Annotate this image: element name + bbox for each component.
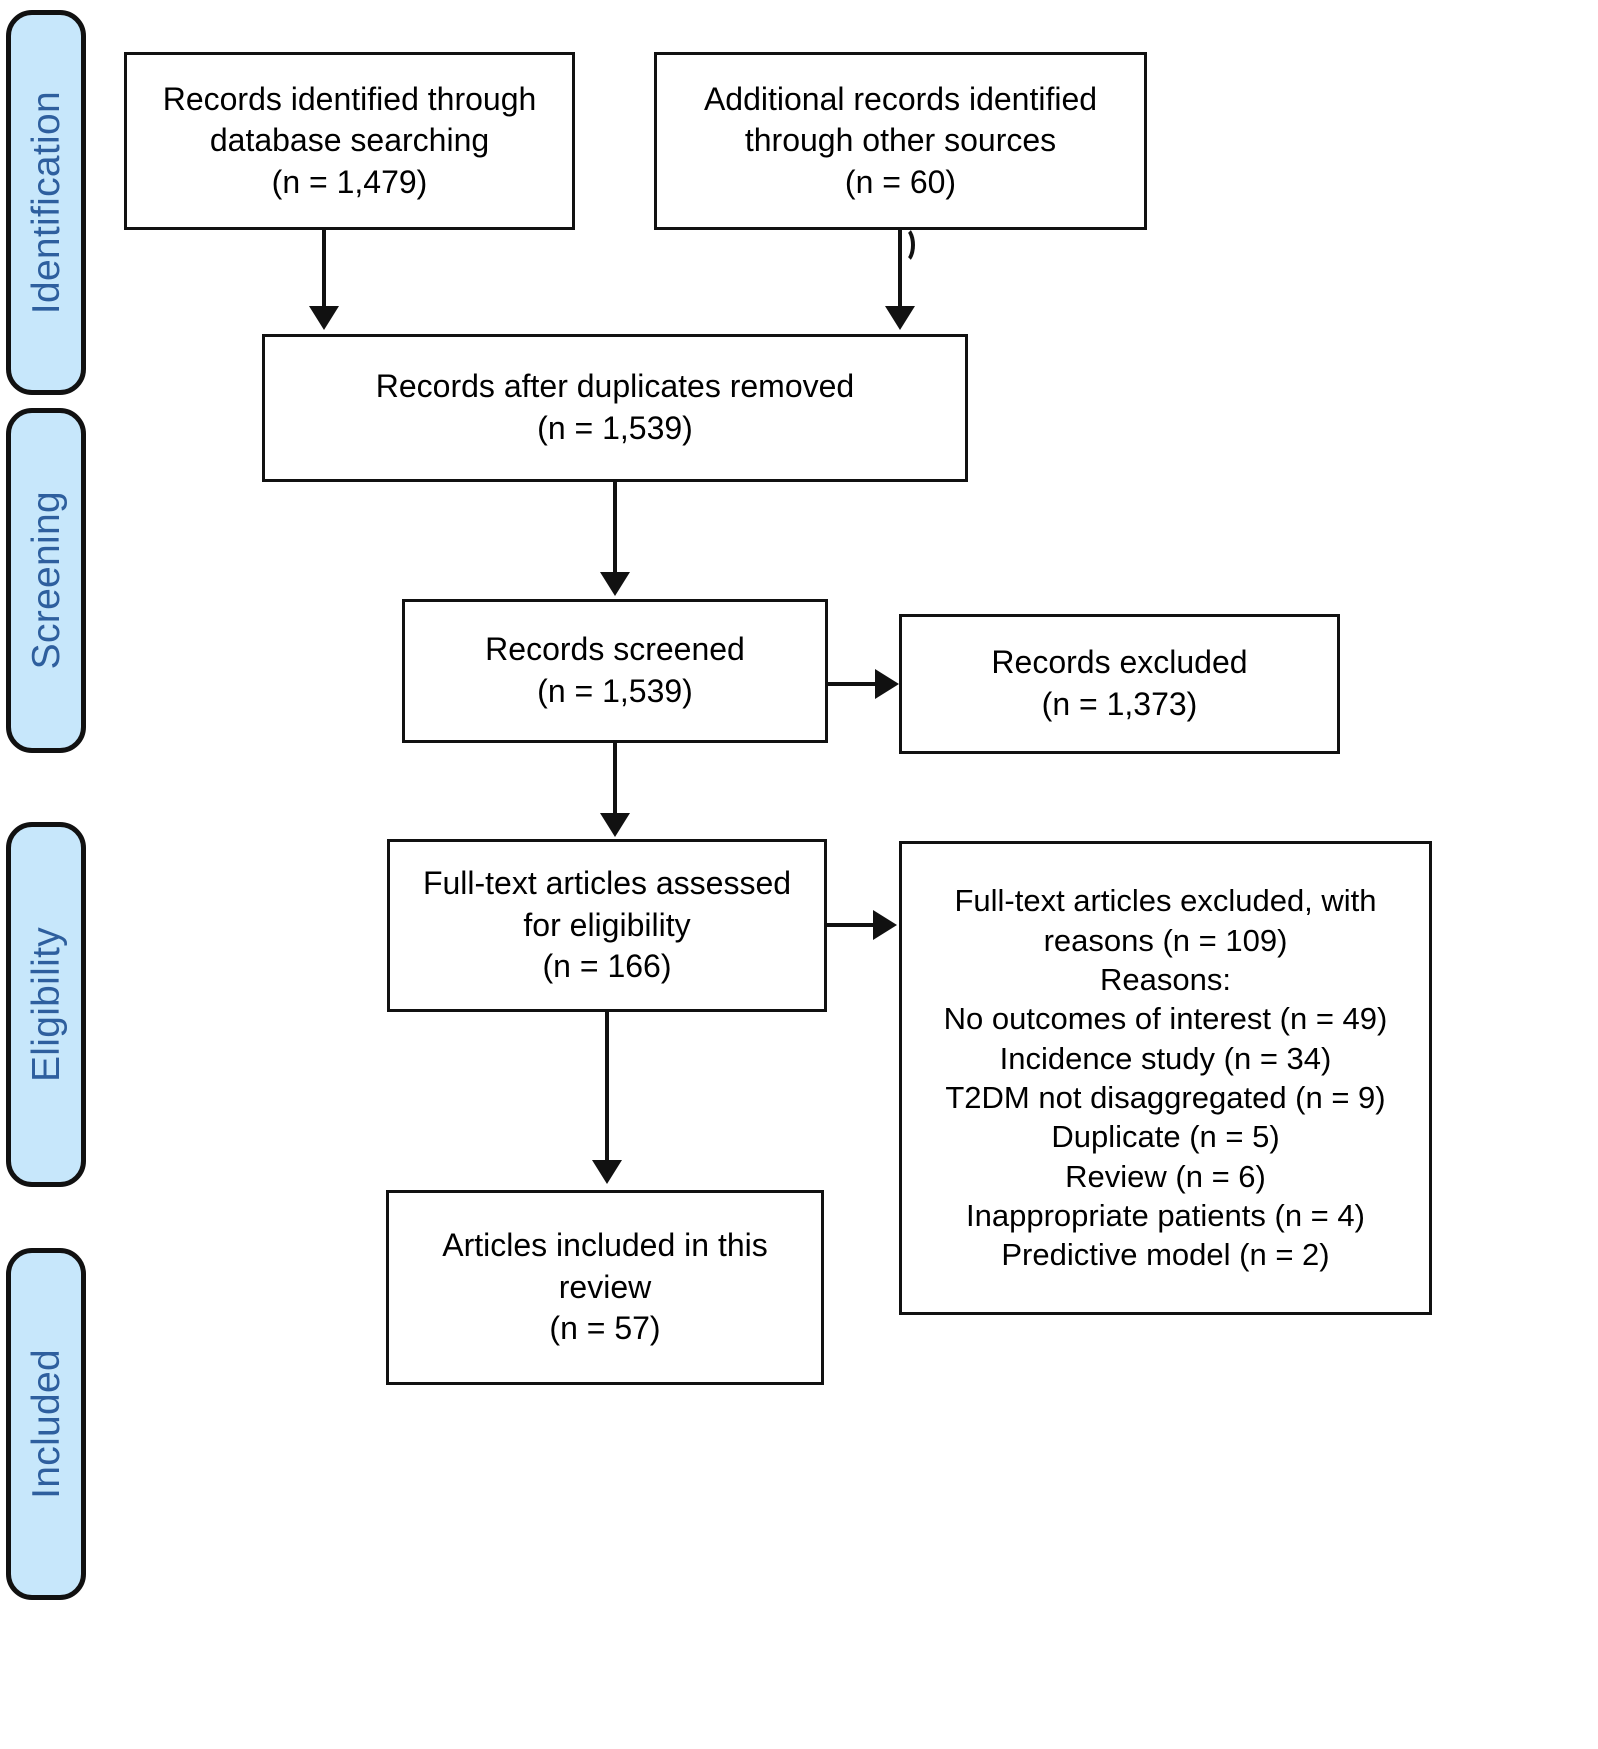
box-records-identified-database-text: Records identified through database sear…	[162, 80, 537, 200]
box-fulltext-articles-assessed-text: Full-text articles assessed for eligibil…	[422, 865, 792, 985]
box-records-identified-database: Records identified through database sear…	[124, 52, 575, 230]
arrowhead-duplicates-to-screened	[600, 572, 630, 596]
stage-label-eligibility-text: Eligibility	[24, 926, 68, 1082]
stage-label-identification: Identification	[6, 10, 86, 395]
stage-label-screening-text: Screening	[24, 491, 68, 670]
connector-screened-to-fulltext	[613, 743, 617, 815]
box-fulltext-articles-excluded-reasons-text: Full-text articles excluded, with reason…	[943, 883, 1388, 1273]
stage-label-included: Included	[6, 1248, 86, 1600]
box-records-screened: Records screened (n = 1,539)	[402, 599, 828, 743]
box-additional-records-other-sources: Additional records identified through ot…	[654, 52, 1147, 230]
connector-fulltext-to-included	[605, 1012, 609, 1162]
arrowhead-screened-to-excluded	[875, 669, 899, 699]
stage-label-included-text: Included	[24, 1349, 68, 1499]
stage-label-screening: Screening	[6, 408, 86, 753]
box-records-screened-text: Records screened (n = 1,539)	[485, 631, 745, 709]
box-articles-included: Articles included in this review (n = 57…	[386, 1190, 824, 1385]
box-fulltext-articles-excluded-reasons: Full-text articles excluded, with reason…	[899, 841, 1432, 1315]
connector-db-search-to-duplicates	[322, 230, 326, 308]
arrowhead-fulltext-to-excluded	[873, 910, 897, 940]
connector-screened-to-excluded	[828, 682, 881, 686]
connector-curve-artifact	[893, 226, 915, 264]
box-additional-records-other-sources-text: Additional records identified through ot…	[703, 80, 1098, 200]
stage-label-eligibility: Eligibility	[6, 822, 86, 1187]
box-records-excluded: Records excluded (n = 1,373)	[899, 614, 1340, 754]
arrowhead-other-sources-to-duplicates	[885, 306, 915, 330]
arrowhead-fulltext-to-included	[592, 1160, 622, 1184]
connector-fulltext-to-excluded	[827, 923, 881, 927]
box-fulltext-articles-assessed: Full-text articles assessed for eligibil…	[387, 839, 827, 1012]
stage-label-identification-text: Identification	[24, 90, 68, 315]
connector-duplicates-to-screened	[613, 482, 617, 574]
arrowhead-db-search-to-duplicates	[309, 306, 339, 330]
connector-other-sources-to-duplicates	[898, 230, 902, 308]
box-articles-included-text: Articles included in this review (n = 57…	[442, 1227, 768, 1347]
arrowhead-screened-to-fulltext	[600, 813, 630, 837]
box-records-after-duplicates-removed-text: Records after duplicates removed (n = 1,…	[375, 368, 855, 446]
box-records-excluded-text: Records excluded (n = 1,373)	[991, 644, 1248, 722]
box-records-after-duplicates-removed: Records after duplicates removed (n = 1,…	[262, 334, 968, 482]
